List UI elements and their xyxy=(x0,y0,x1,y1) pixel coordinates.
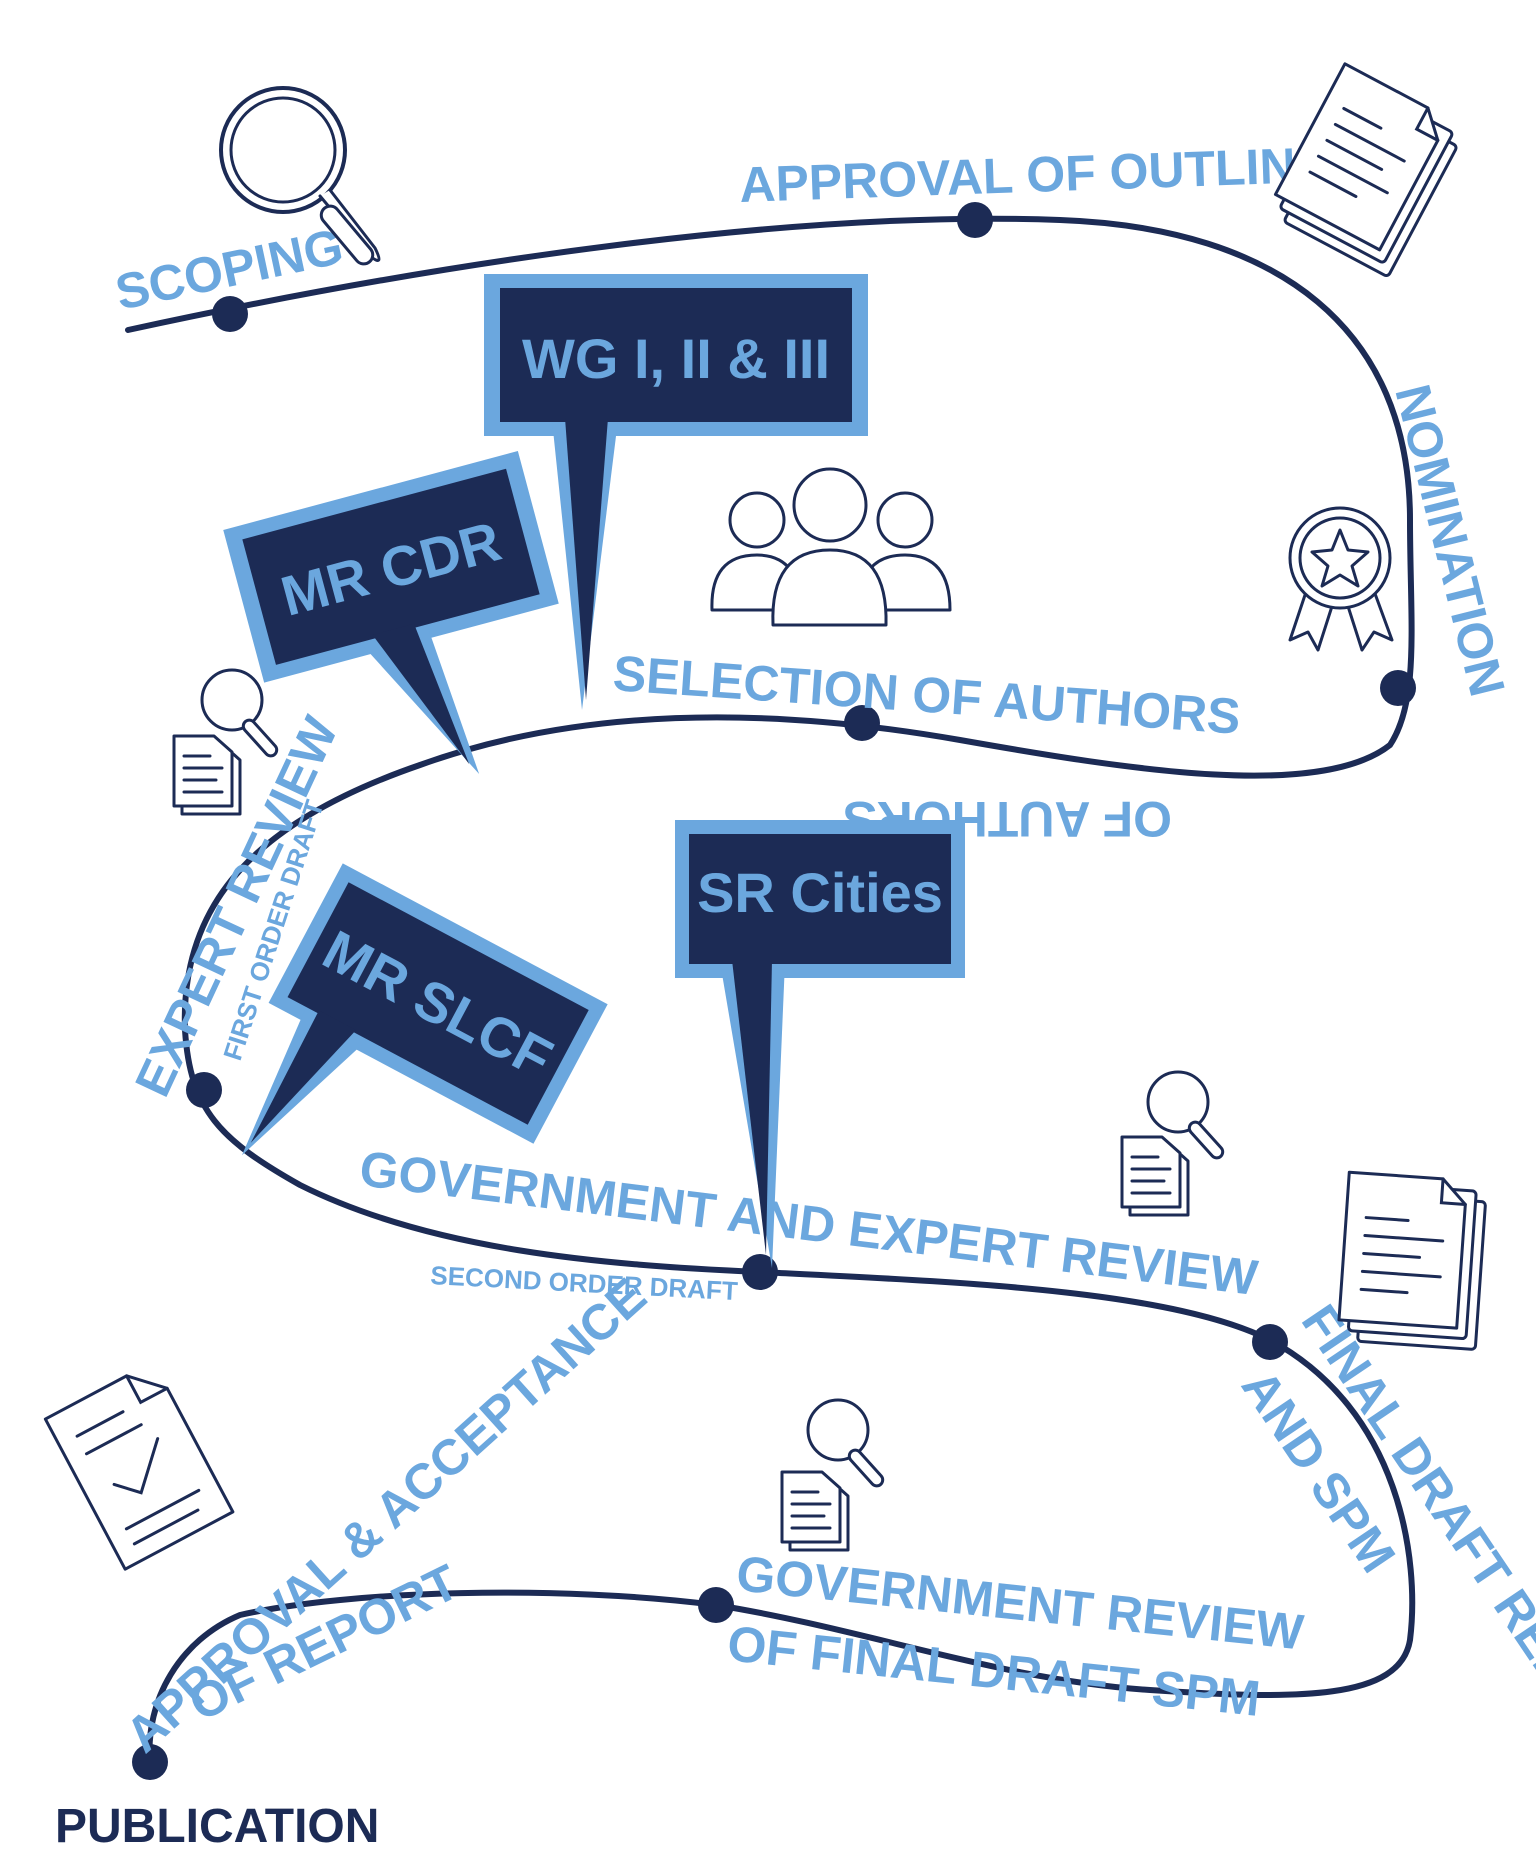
milestone-dot-government-and-expert-review xyxy=(742,1254,778,1290)
milestone-dot-approval-of-outline xyxy=(957,202,993,238)
milestone-dot-nomination-of-authors xyxy=(1380,670,1416,706)
pin-mr-cdr: MR CDR xyxy=(223,451,559,775)
pin-sr-cities-label: SR Cities xyxy=(697,861,943,924)
label-final-draft-report: FINAL DRAFT REPORT xyxy=(1291,1295,1536,1784)
label-nomination-line1: NOMINATION xyxy=(1384,379,1515,702)
document-checkmark-icon xyxy=(43,1374,235,1571)
documents-icon xyxy=(1337,1170,1487,1351)
people-group-icon xyxy=(710,467,952,627)
document-search-icon xyxy=(1120,1070,1225,1217)
roadmap-path xyxy=(125,215,1416,1765)
pin-wg-label: WG I, II & III xyxy=(522,327,830,390)
document-search-icon xyxy=(780,1398,885,1552)
milestone-dot-final-draft-report xyxy=(1252,1324,1288,1360)
milestone-dot-scoping xyxy=(212,296,248,332)
pin-sr-cities: SR Cities xyxy=(675,820,965,1268)
label-publication: PUBLICATION xyxy=(55,1800,379,1853)
milestone-dot-selection-of-authors xyxy=(844,705,880,741)
milestone-dot-expert-review xyxy=(186,1072,222,1108)
magnifier-icon xyxy=(219,86,381,266)
pin-wg: WG I, II & III xyxy=(484,274,868,710)
label-approval-of-outline: APPROVAL OF OUTLINE xyxy=(738,136,1329,213)
award-ribbon-icon xyxy=(1288,506,1394,652)
label-selection-of-authors: SELECTION OF AUTHORS xyxy=(611,645,1242,745)
milestone-dot-government-review xyxy=(698,1587,734,1623)
milestone-dot-publication xyxy=(132,1744,168,1780)
document-search-icon xyxy=(172,668,279,816)
documents-icon xyxy=(1273,62,1458,278)
